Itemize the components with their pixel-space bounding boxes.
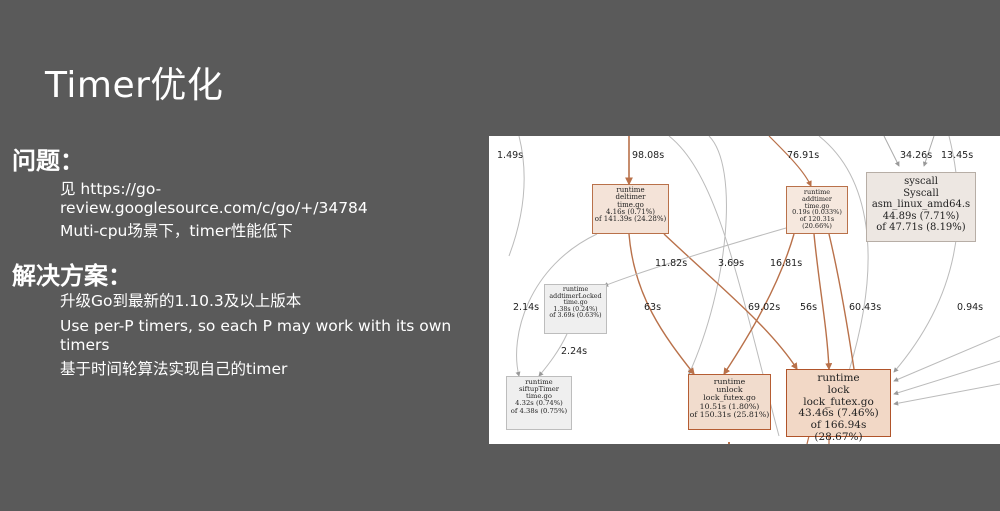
edge-addtimer-locked (603, 227, 787, 287)
edge-label: 56s (800, 302, 818, 313)
edge-into-syscall-b (922, 136, 935, 167)
solution-item-wheel: 基于时间轮算法实现自己的timer (60, 360, 288, 378)
edge-top-right (818, 136, 869, 372)
slide-title: Timer优化 (45, 65, 224, 106)
edge-label: 1.49s (497, 150, 524, 161)
node-unlock: runtime unlock lock_futex.go 10.51s (1.8… (688, 374, 771, 430)
edge-lock-down-a (806, 435, 810, 444)
edge-addtimer-lock (813, 233, 833, 371)
edge-label: 16.81s (770, 258, 803, 269)
edge-label: 2.14s (513, 302, 540, 313)
call-graph-edges (508, 136, 1000, 444)
call-graph-image: 1.49s 98.08s 76.91s 34.26s 13.45s 11.82s… (489, 136, 1000, 444)
edge-deltimer-lock (663, 233, 798, 370)
node-syscall: syscall Syscall asm_linux_amd64.s 44.89s… (866, 172, 976, 242)
problem-item-1: 见 https://go- review.googlesource.com/c/… (60, 180, 368, 217)
node-addtimer: runtime addtimer time.go 0.19s (0.033%) … (786, 186, 848, 234)
edge-label: 0.94s (957, 302, 984, 313)
edge-right-c (893, 383, 1000, 406)
node-deltimer: runtime deltimer time.go 4.16s (0.71%) o… (592, 184, 669, 234)
edge-label: 2.24s (561, 346, 588, 357)
edge-into-addtimer (768, 136, 812, 187)
edge-top-left (508, 136, 525, 257)
edge-locked-siftup (538, 333, 568, 377)
node-siftupTimer: runtime siftupTimer time.go 4.32s (0.74%… (506, 376, 572, 430)
edge-label: 13.45s (941, 150, 974, 161)
edge-right-b (893, 360, 1000, 396)
edge-deltimer-unlock (628, 233, 695, 375)
solution-heading: 解决方案： (12, 262, 132, 290)
node-lock: runtime lock lock_futex.go 43.46s (7.46%… (786, 369, 891, 443)
node-addtimerLocked: runtime addtimerLocked time.go 1.38s (0.… (544, 284, 607, 334)
edge-label: 60.43s (849, 302, 882, 313)
problem-item-perf: Muti-cpu场景下，timer性能低下 (60, 222, 293, 240)
edge-label: 63s (644, 302, 662, 313)
edge-label: 34.26s (900, 150, 933, 161)
solution-item-upgrade: 升级Go到最新的1.10.3及以上版本 (60, 292, 302, 310)
edge-label: 3.69s (718, 258, 745, 269)
edge-deltimer-siftup (515, 233, 598, 377)
edge-right-d (893, 136, 959, 373)
edge-label: 11.82s (655, 258, 688, 269)
edge-label: 76.91s (787, 150, 820, 161)
edge-addtimer-unlock (723, 233, 795, 375)
solution-item-per-p: Use per-P timers, so each P may work wit… (60, 317, 452, 354)
edge-addtimer-lock2 (828, 233, 855, 370)
edge-into-syscall-a (883, 136, 900, 167)
edge-top-mid2 (688, 136, 727, 375)
edge-right-a (893, 335, 1000, 382)
problem-item-link: 见 https://go- review.googlesource.com/c/… (60, 180, 480, 218)
edge-label: 98.08s (632, 150, 665, 161)
problem-heading: 问题： (12, 147, 84, 175)
edge-label: 69.02s (748, 302, 781, 313)
